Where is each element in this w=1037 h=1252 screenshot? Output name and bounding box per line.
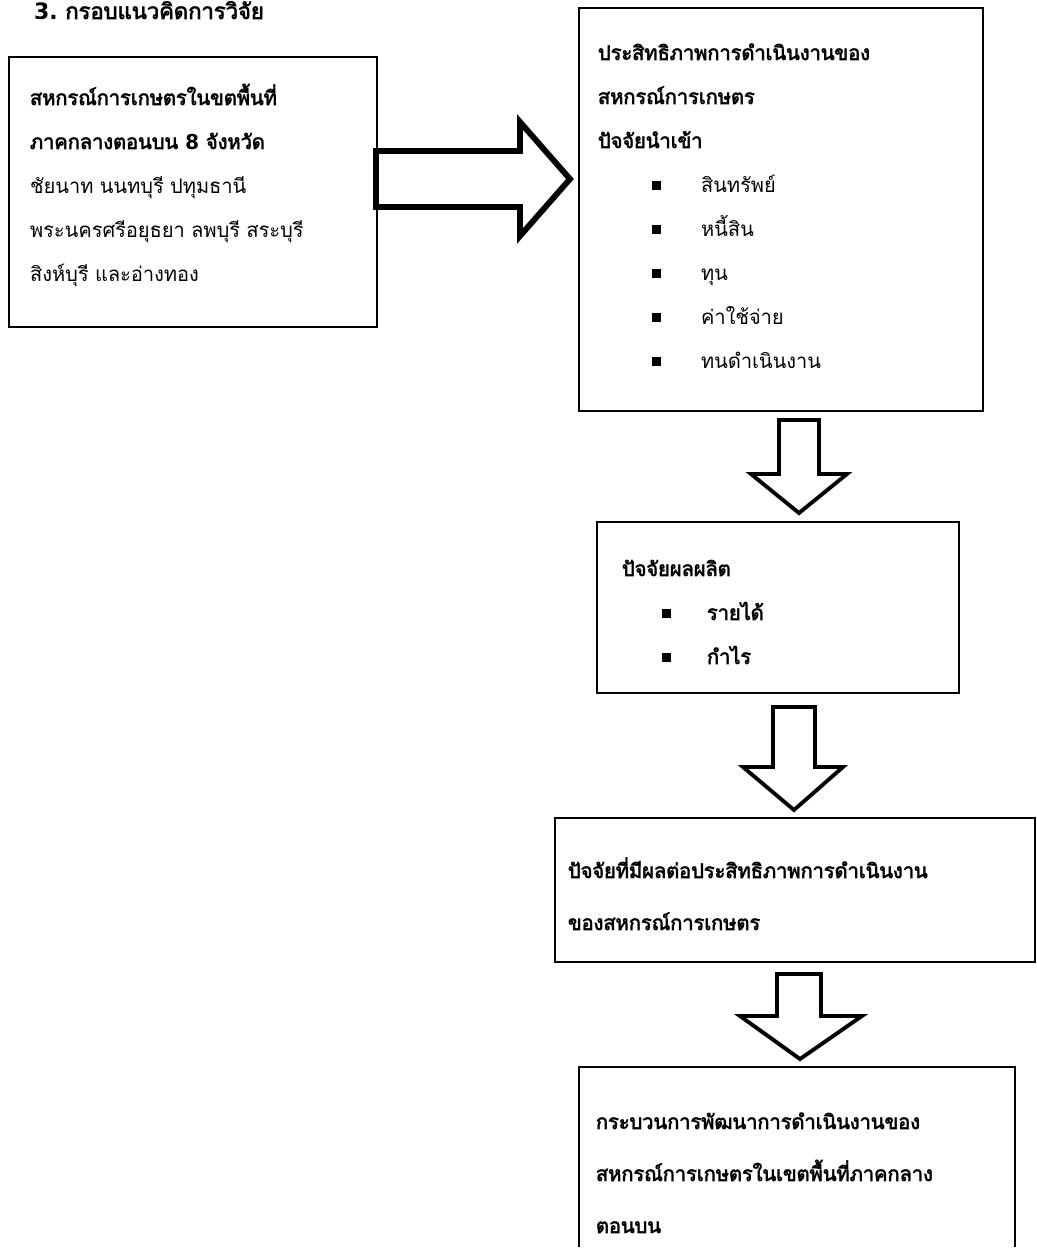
- source-text-line: สิงห์บุรี และอ่างทอง: [30, 262, 199, 286]
- down-arrow-icon: [745, 418, 853, 516]
- source-title-line: ภาคกลางตอนบน 8 จังหวัด: [30, 130, 265, 154]
- page-heading: 3. กรอบแนวคิดการวิจัย: [34, 0, 264, 25]
- down-arrow-icon: [733, 972, 869, 1062]
- process-line: สหกรณ์การเกษตรในเขตพื้นที่ภาคกลาง: [596, 1162, 933, 1186]
- list-item: หนี้สิน: [598, 207, 982, 251]
- process-line: ตอนบน: [596, 1214, 662, 1238]
- source-text-line: ชัยนาท นนทบุรี ปทุมธานี: [30, 174, 247, 198]
- efficiency-title-line: สหกรณ์การเกษตร: [598, 85, 755, 109]
- list-item-label: ทุน: [701, 261, 728, 285]
- input-factors-label: ปัจจัยนำเข้า: [598, 129, 703, 153]
- bullet-icon: [652, 268, 661, 278]
- list-item-label: รายได้: [707, 601, 764, 625]
- bullet-icon: [662, 652, 671, 662]
- bullet-icon: [662, 608, 671, 618]
- bullet-icon: [652, 312, 661, 322]
- bullet-icon: [652, 356, 661, 366]
- factors-box: ปัจจัยที่มีผลต่อประสิทธิภาพการดำเนินงาน …: [554, 817, 1036, 963]
- process-box: กระบวนการพัฒนาการดำเนินงานของ สหกรณ์การเ…: [578, 1066, 1016, 1247]
- list-item: ทนดำเนินงาน: [598, 339, 982, 383]
- list-item-label: กำไร: [707, 645, 752, 669]
- source-box: สหกรณ์การเกษตรในขตพื้นที่ ภาคกลางตอนบน 8…: [8, 56, 378, 328]
- list-item-label: หนี้สิน: [701, 217, 754, 241]
- efficiency-box: ประสิทธิภาพการดำเนินงานของ สหกรณ์การเกษต…: [578, 7, 984, 412]
- list-item: ทุน: [598, 251, 982, 295]
- list-item-label: ค่าใช้จ่าย: [701, 305, 784, 329]
- source-text-line: พระนครศรีอยุธยา ลพบุรี สระบุรี: [30, 218, 304, 242]
- list-item: ค่าใช้จ่าย: [598, 295, 982, 339]
- output-title: ปัจจัยผลผลิต: [622, 557, 731, 581]
- list-item: รายได้: [622, 591, 958, 635]
- bullet-icon: [652, 224, 661, 234]
- right-arrow-icon: [373, 114, 574, 244]
- list-item: กำไร: [622, 635, 958, 679]
- source-title-line: สหกรณ์การเกษตรในขตพื้นที่: [30, 86, 277, 110]
- list-item: สินทรัพย์: [598, 163, 982, 207]
- factors-line: ปัจจัยที่มีผลต่อประสิทธิภาพการดำเนินงาน: [568, 859, 928, 883]
- bullet-icon: [652, 180, 661, 190]
- list-item-label: ทนดำเนินงาน: [701, 349, 821, 373]
- efficiency-title-line: ประสิทธิภาพการดำเนินงานของ: [598, 41, 870, 65]
- output-box: ปัจจัยผลผลิต รายได้ กำไร: [596, 521, 960, 694]
- factors-line: ของสหกรณ์การเกษตร: [568, 911, 761, 935]
- process-line: กระบวนการพัฒนาการดำเนินงานของ: [596, 1110, 921, 1134]
- list-item-label: สินทรัพย์: [701, 173, 776, 197]
- down-arrow-icon: [737, 705, 849, 813]
